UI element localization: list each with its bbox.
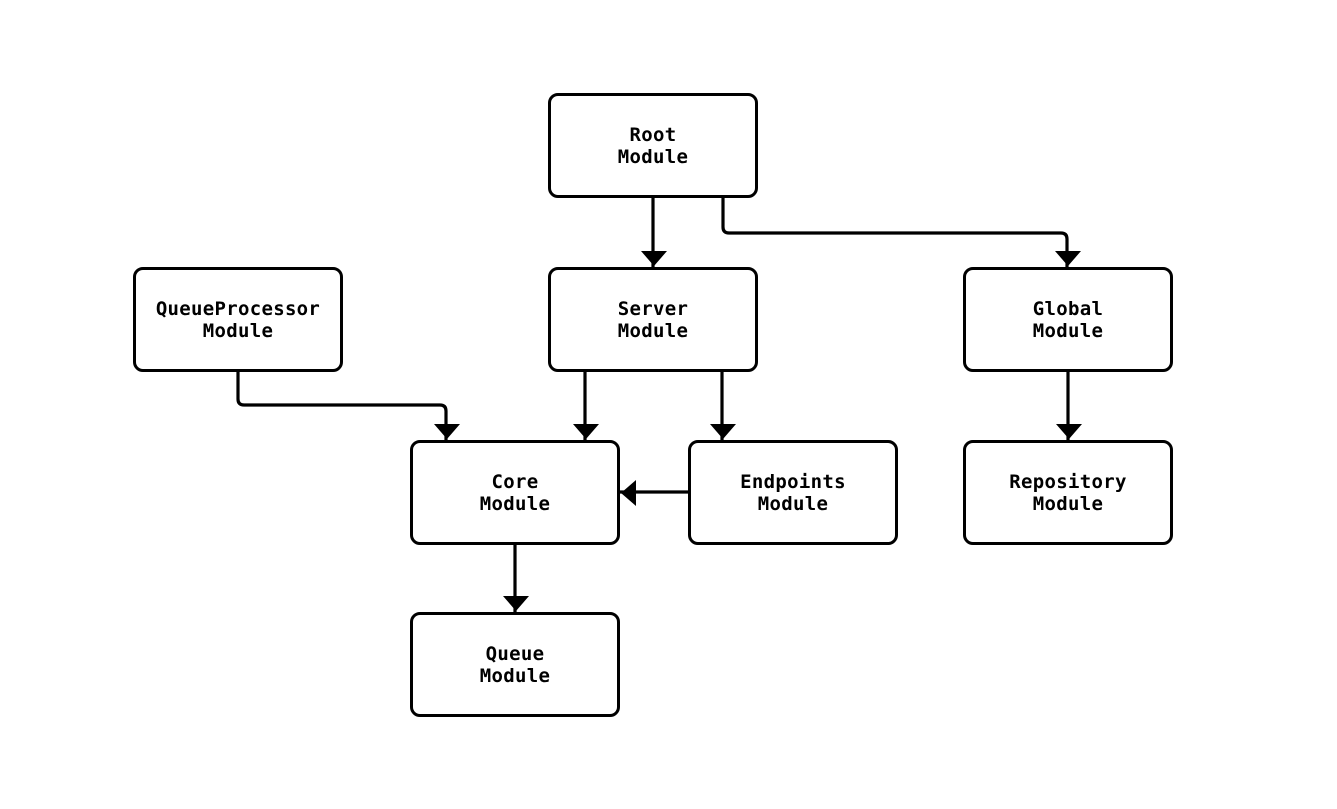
node-global-module: Global Module [963, 267, 1173, 372]
node-root-module: Root Module [548, 93, 758, 198]
edge-queueprocessor-to-core [236, 370, 460, 441]
node-core-module: Core Module [410, 440, 620, 545]
node-server-label: Server Module [617, 297, 689, 342]
node-server-module: Server Module [548, 267, 758, 372]
node-endpoints-label: Endpoints Module [740, 470, 846, 515]
node-queueprocessor-module: QueueProcessor Module [133, 267, 343, 372]
node-queue-module: Queue Module [410, 612, 620, 717]
edge-root-to-global [721, 196, 1081, 268]
node-queueprocessor-label: QueueProcessor Module [155, 297, 321, 342]
node-root-label: Root Module [617, 123, 689, 168]
node-endpoints-module: Endpoints Module [688, 440, 898, 545]
node-global-label: Global Module [1032, 297, 1104, 342]
node-queue-label: Queue Module [479, 642, 551, 687]
node-repository-module: Repository Module [963, 440, 1173, 545]
node-core-label: Core Module [479, 470, 551, 515]
node-repository-label: Repository Module [1009, 470, 1127, 515]
